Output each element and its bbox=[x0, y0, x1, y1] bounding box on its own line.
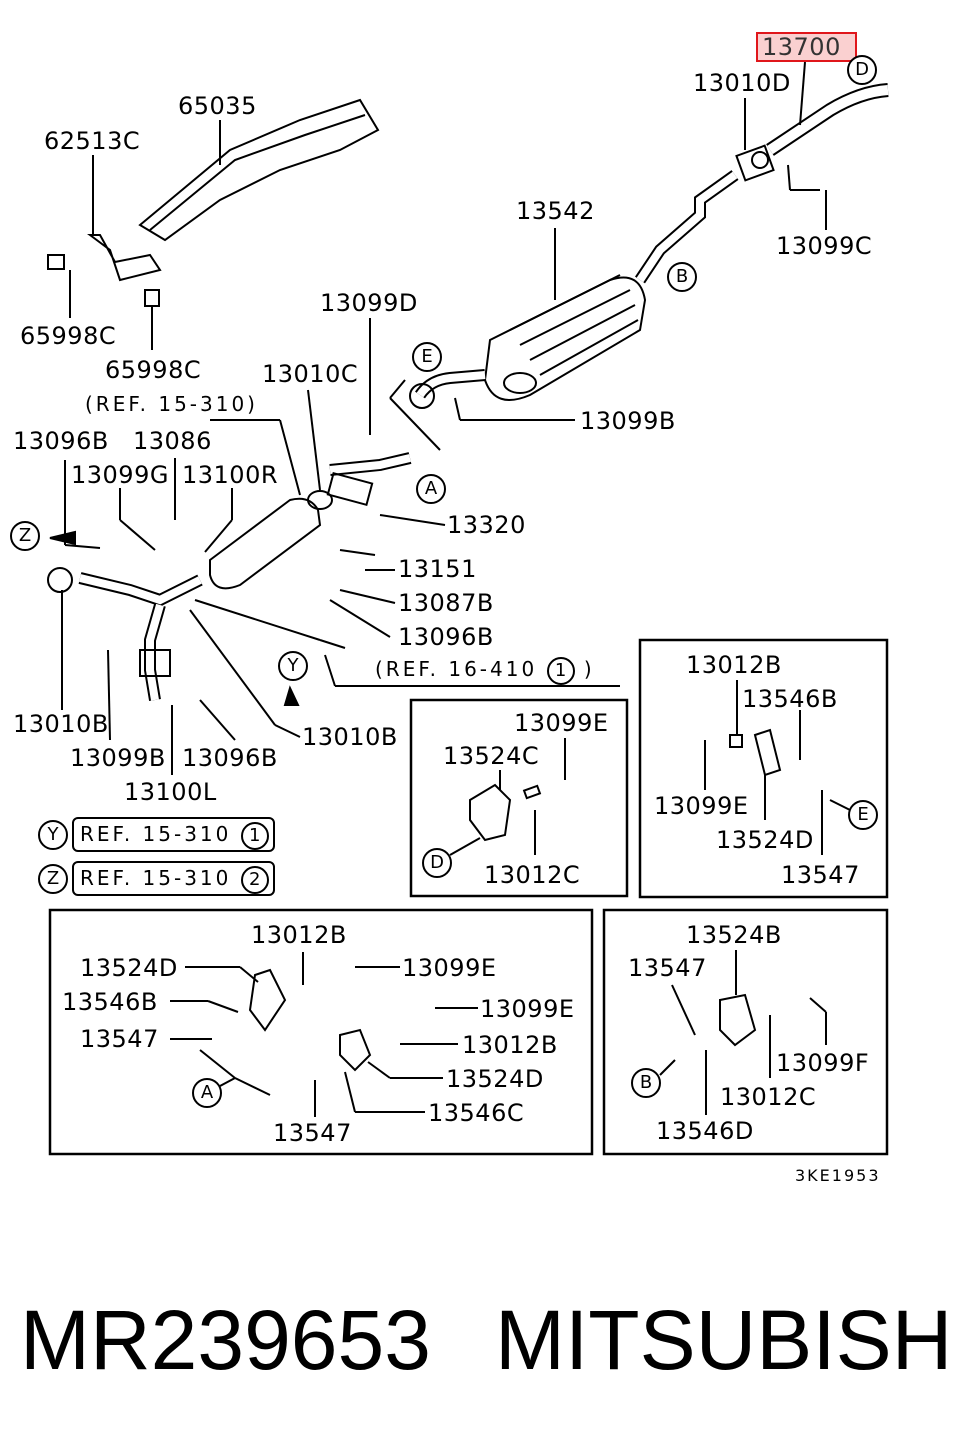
part-label: 13546D bbox=[656, 1117, 754, 1145]
muffler-13542 bbox=[483, 274, 647, 401]
footer: MR239653 MITSUBISHI bbox=[0, 1290, 960, 1400]
marker-d: D bbox=[422, 848, 452, 878]
part-label: 13012C bbox=[484, 861, 581, 889]
leader-13700 bbox=[799, 61, 806, 126]
part-label: 13099F bbox=[776, 1049, 870, 1077]
marker-b: B bbox=[667, 262, 697, 292]
part-label: 13010B bbox=[302, 723, 398, 751]
reference-box-y: REF. 15-310 1 bbox=[72, 817, 275, 852]
reference-text: REF. 15-310 bbox=[80, 822, 232, 846]
part-label: 65998C bbox=[105, 356, 202, 384]
part-label: 13524B bbox=[686, 921, 782, 949]
brand-name: MITSUBISHI bbox=[495, 1293, 960, 1387]
part-label: 13012B bbox=[462, 1031, 558, 1059]
detail-box-A bbox=[48, 908, 594, 1156]
part-label: 13547 bbox=[80, 1025, 159, 1053]
part-label: 13096B bbox=[182, 744, 278, 772]
part-label: 62513C bbox=[44, 127, 141, 155]
detail-box-D bbox=[409, 698, 629, 898]
part-label: 13099B bbox=[70, 744, 166, 772]
part-label: 13099E bbox=[480, 995, 575, 1023]
gasket-ring bbox=[409, 383, 435, 409]
part-label: 13099B bbox=[580, 407, 676, 435]
part-label: 13010B bbox=[13, 710, 109, 738]
part-label: 13096B bbox=[398, 623, 494, 651]
part-label: 13547 bbox=[273, 1119, 352, 1147]
reference-tag-z: Z bbox=[38, 864, 68, 894]
flange-13010D bbox=[735, 144, 775, 182]
marker-y: Y bbox=[278, 651, 308, 681]
diagram-artwork bbox=[47, 61, 889, 1156]
part-label: 13524D bbox=[716, 826, 814, 854]
part-label: 13546B bbox=[742, 685, 838, 713]
bracket-62513C bbox=[87, 234, 162, 282]
part-number: MR239653 bbox=[20, 1293, 431, 1387]
part-label: 13542 bbox=[516, 197, 595, 225]
part-label: 13099D bbox=[320, 289, 418, 317]
reference-box-z: REF. 15-310 2 bbox=[72, 861, 275, 896]
part-label: 13546C bbox=[428, 1099, 525, 1127]
part-label: 13100L bbox=[124, 778, 217, 806]
part-label: 13151 bbox=[398, 555, 477, 583]
reference-note: (REF. 16-410 1 ) bbox=[375, 656, 595, 685]
part-label: 13320 bbox=[447, 511, 526, 539]
marker-d: D bbox=[847, 55, 877, 85]
part-label: 13010D bbox=[693, 69, 791, 97]
reference-number: 1 bbox=[546, 656, 575, 685]
reference-text: (REF. 16-410 bbox=[375, 657, 538, 681]
part-label: 13096B bbox=[13, 427, 109, 455]
drawing-code: 3KE1953 bbox=[795, 1166, 881, 1185]
part-label: 13099E bbox=[654, 792, 749, 820]
part-label: 13100R bbox=[182, 461, 279, 489]
marker-e: E bbox=[848, 800, 878, 830]
heat-shield-65035 bbox=[138, 98, 380, 242]
marker-e: E bbox=[412, 342, 442, 372]
part-label: 13099C bbox=[776, 232, 873, 260]
part-label: 13012B bbox=[686, 651, 782, 679]
part-label: 13086 bbox=[133, 427, 212, 455]
reference-close: ) bbox=[583, 657, 595, 681]
reference-tag-y: Y bbox=[38, 820, 68, 850]
reference-number: 1 bbox=[240, 821, 269, 850]
part-label: 13524D bbox=[80, 954, 178, 982]
part-label: 13099E bbox=[402, 954, 497, 982]
part-label: 13087B bbox=[398, 589, 494, 617]
part-label: 13012B bbox=[251, 921, 347, 949]
part-label: 13099G bbox=[71, 461, 169, 489]
reference-text: REF. 15-310 bbox=[80, 866, 232, 890]
marker-a: A bbox=[416, 474, 446, 504]
part-label: 65998C bbox=[20, 322, 117, 350]
reference-number: 2 bbox=[240, 865, 269, 894]
exhaust-parts-diagram: 13700 13010D 65035 62513C 13542 13099C 6… bbox=[10, 32, 889, 1185]
hanger-13524C bbox=[469, 783, 512, 842]
part-label: 13524C bbox=[443, 742, 540, 770]
part-label: 13012C bbox=[720, 1083, 817, 1111]
part-label: 13547 bbox=[781, 861, 860, 889]
part-label: 13547 bbox=[628, 954, 707, 982]
part-label-13700-highlighted[interactable]: 13700 bbox=[756, 32, 857, 62]
catalytic-converter bbox=[209, 497, 322, 590]
part-label: 13546B bbox=[62, 988, 158, 1016]
reference-note: (REF. 15-310) bbox=[85, 392, 258, 416]
marker-b: B bbox=[631, 1068, 661, 1098]
part-label: 65035 bbox=[178, 92, 257, 120]
marker-a: A bbox=[192, 1078, 222, 1108]
detail-box-B bbox=[602, 908, 889, 1156]
part-label: 13524D bbox=[446, 1065, 544, 1093]
part-label: 13010C bbox=[262, 360, 359, 388]
detail-box-E bbox=[638, 638, 889, 899]
part-label: 13099E bbox=[514, 709, 609, 737]
marker-z: Z bbox=[10, 521, 40, 551]
